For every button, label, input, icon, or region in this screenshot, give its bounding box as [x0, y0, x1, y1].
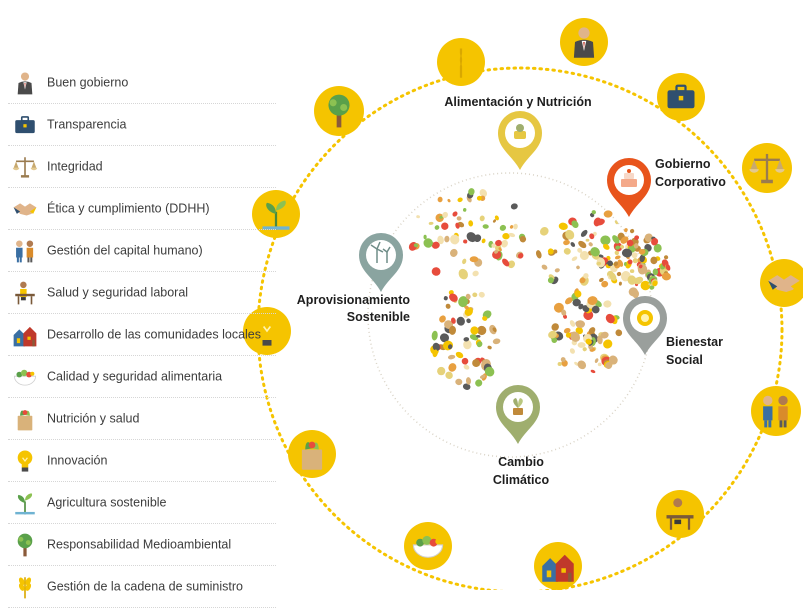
legend-item: Nutrición y salud: [8, 398, 276, 440]
legend-item-label: Gestión de la cadena de suministro: [47, 579, 243, 593]
legend-item-label: Ética y cumplimiento (DDHH): [47, 201, 210, 215]
legend-item: Gestión de la cadena de suministro: [8, 566, 276, 608]
legend-item-label: Buen gobierno: [47, 75, 129, 89]
wheat-icon: [12, 574, 38, 600]
label-cambio-2: Climático: [493, 473, 550, 487]
legend-item-label: Integridad: [47, 159, 103, 173]
legend-item-label: Responsabilidad Medioambiental: [47, 537, 232, 551]
legend-item: Transparencia: [8, 104, 276, 146]
legend-item: Salud y seguridad laboral: [8, 272, 276, 314]
legend-item-label: Desarrollo de las comunidades locales: [47, 327, 262, 341]
legend-item: Ética y cumplimiento (DDHH): [8, 188, 276, 230]
label-bienestar-2: Social: [666, 353, 703, 367]
label-bienestar-1: Bienestar: [666, 335, 723, 349]
outer-ring: [256, 66, 784, 590]
ring-people-icon: [751, 386, 801, 436]
sprout-icon: [12, 490, 38, 516]
person-suit-icon: [12, 70, 38, 96]
ring-houses-icon: [534, 542, 582, 590]
legend-item-label: Gestión del capital humano): [47, 243, 203, 257]
tree-icon: [12, 532, 38, 558]
ring-icons: [243, 18, 803, 590]
label-aprovisionamiento-1: Aprovisionamiento: [297, 293, 411, 307]
legend-item: Agricultura sostenible: [8, 482, 276, 524]
handshake-icon: [12, 196, 38, 222]
people-icon: [12, 238, 38, 264]
ring-lightbulb-icon: [243, 307, 291, 355]
cake-pin-icon: [621, 169, 637, 187]
lightbulb-icon: [12, 448, 38, 474]
ring-wheat-icon: [437, 38, 485, 86]
scale-icon: [12, 154, 38, 180]
legend-item: Responsabilidad Medioambiental: [8, 524, 276, 566]
pin-gobierno[interactable]: [607, 158, 651, 217]
legend-item-label: Nutrición y salud: [47, 411, 140, 425]
ring-tree-icon: [314, 86, 364, 136]
ring-scale-icon: [742, 143, 792, 193]
legend-item: Gestión del capital humano): [8, 230, 276, 272]
legend-item: Integridad: [8, 146, 276, 188]
legend-item-label: Innovación: [47, 453, 108, 467]
legend-item-label: Calidad y seguridad alimentaria: [47, 369, 223, 383]
materiality-diagram: Alimentación y Nutrición Gobierno Corpor…: [243, 18, 803, 590]
pin-aprovisionamiento[interactable]: [359, 233, 403, 292]
legend-item: Innovación: [8, 440, 276, 482]
legend-item: Desarrollo de las comunidades locales: [8, 314, 276, 356]
ring-person-suit-icon: [560, 18, 608, 66]
legend-item-label: Salud y seguridad laboral: [47, 285, 189, 299]
label-gobierno-2: Corporativo: [655, 175, 726, 189]
wellbeing-pin-icon: [637, 310, 653, 326]
food-pin-icon: [514, 124, 526, 139]
ring-grocery-bag-icon: [288, 430, 336, 478]
label-gobierno-1: Gobierno: [655, 157, 711, 171]
ring-handshake-icon: [760, 259, 803, 307]
pin-cambio[interactable]: [496, 385, 540, 444]
briefcase-icon: [12, 112, 38, 138]
legend-item: Calidad y seguridad alimentaria: [8, 356, 276, 398]
plant-pin-icon: [513, 398, 523, 415]
wind-turbine-pin-icon: [370, 241, 391, 263]
label-cambio-1: Cambio: [498, 455, 544, 469]
ring-worker-desk-icon: [656, 490, 704, 538]
houses-icon: [12, 322, 38, 348]
ring-sprout-icon: [252, 190, 300, 238]
ring-briefcase-icon: [657, 73, 705, 121]
label-alimentacion: Alimentación y Nutrición: [444, 95, 591, 109]
ring-salad-bowl-icon: [404, 522, 452, 570]
label-aprovisionamiento-2: Sostenible: [347, 310, 410, 324]
legend-item-label: Agricultura sostenible: [47, 495, 167, 509]
globe-food-collage: [408, 188, 671, 390]
worker-desk-icon: [12, 280, 38, 306]
salad-bowl-icon: [12, 364, 38, 390]
pin-bienestar[interactable]: [623, 296, 667, 355]
legend-item: Buen gobierno: [8, 62, 276, 104]
grocery-bag-icon: [12, 406, 38, 432]
legend-item-label: Transparencia: [47, 117, 127, 131]
pin-alimentacion[interactable]: [498, 111, 542, 170]
